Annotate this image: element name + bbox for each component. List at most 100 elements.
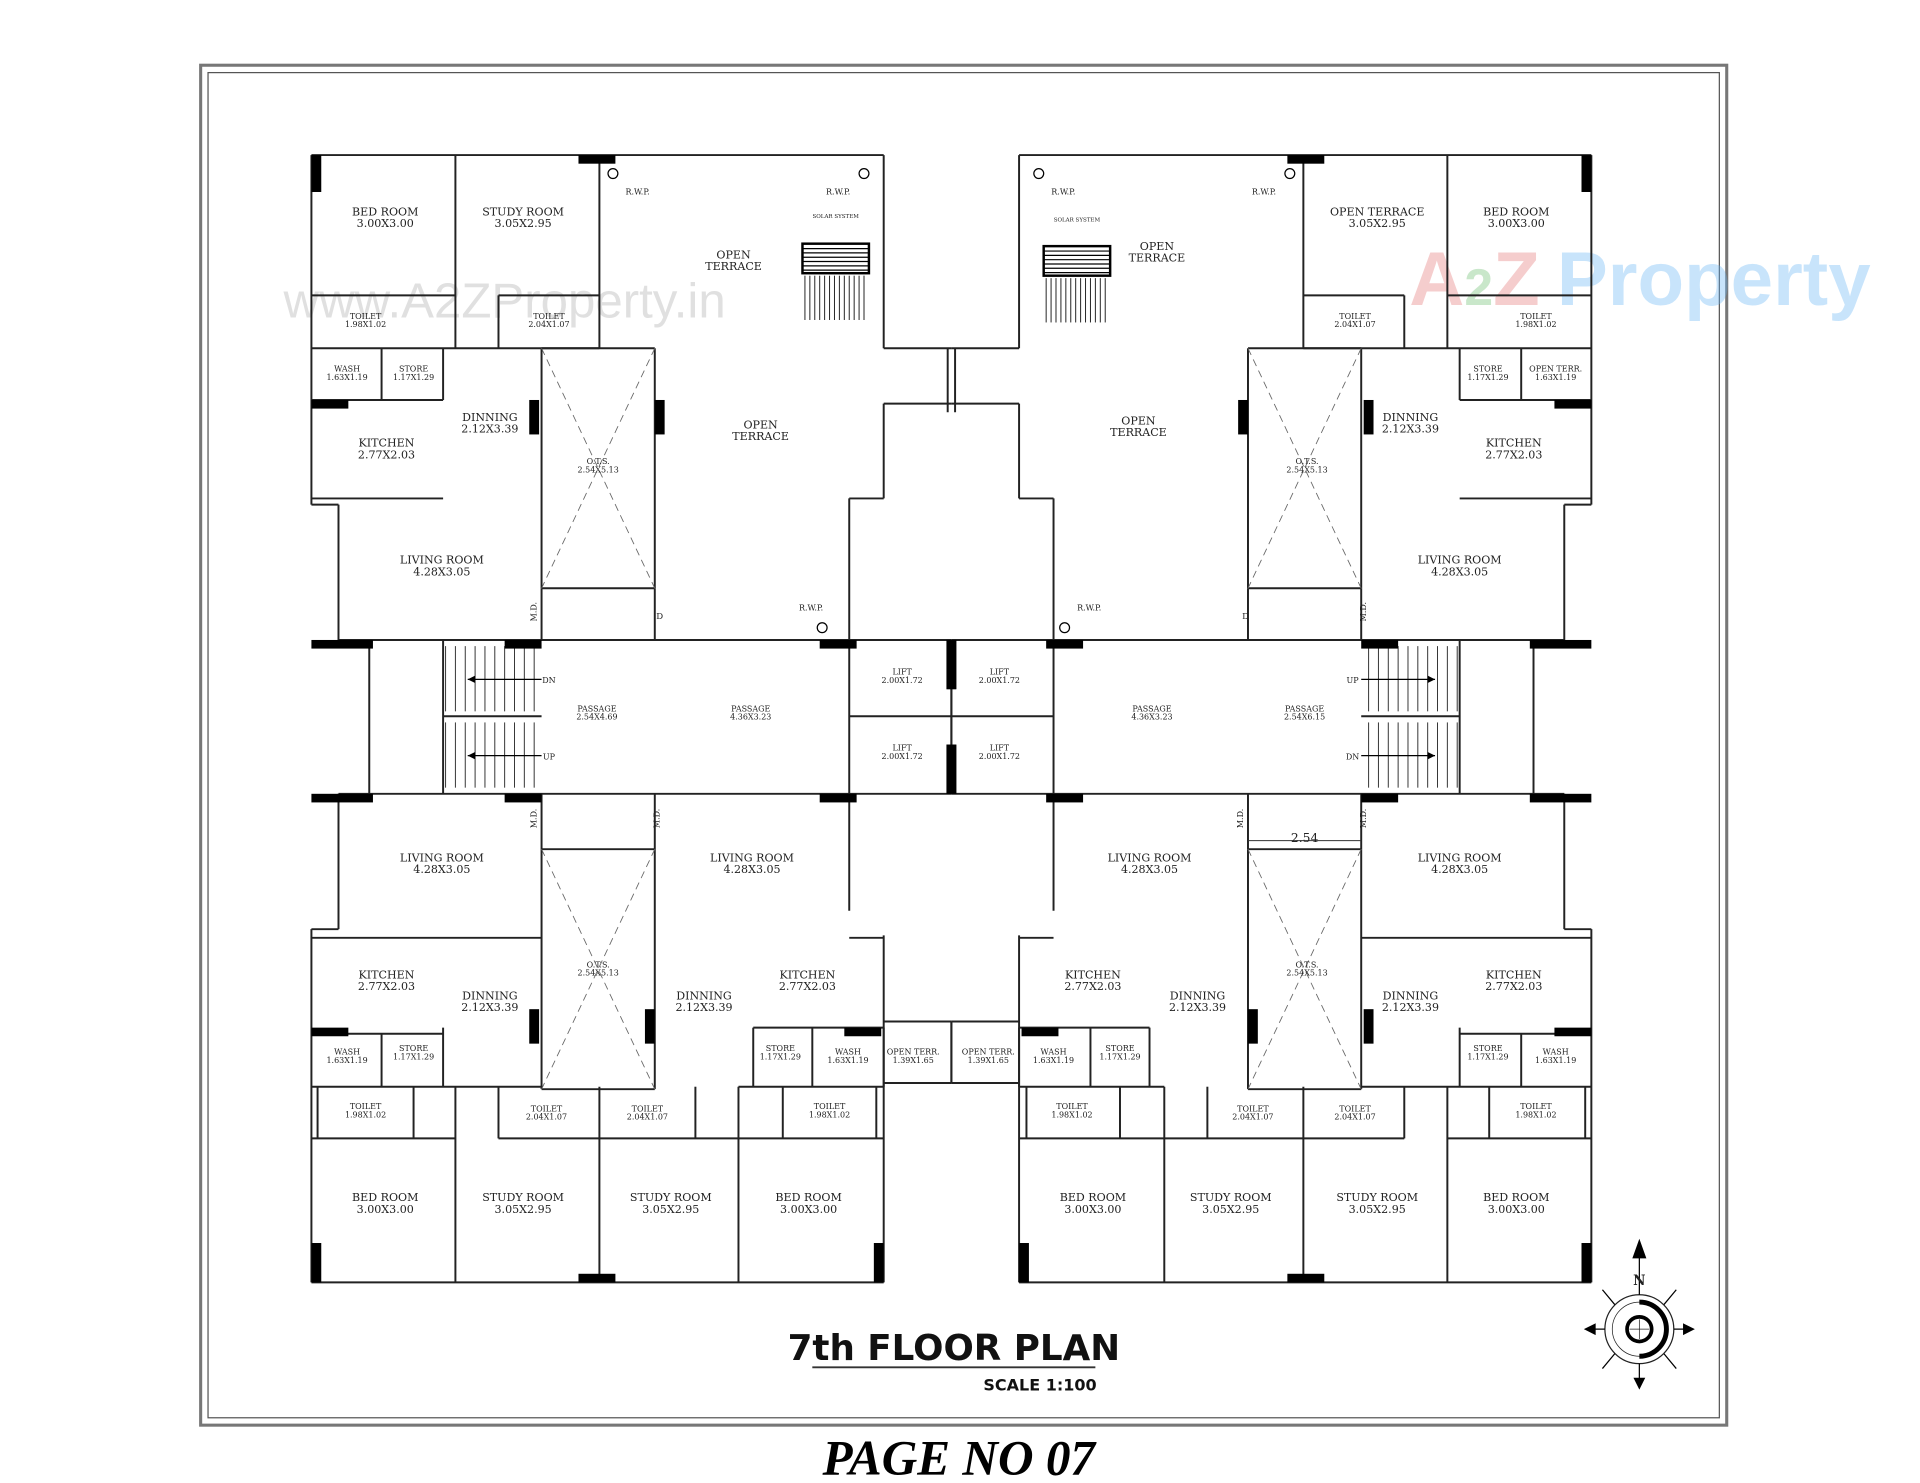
compass-rose: N [1583,1238,1695,1390]
room-name: TOILET [531,1104,563,1113]
room-size: 1.63X1.19 [1033,1056,1074,1065]
arrowhead-icon [467,675,476,684]
plan-title: 7th FLOOR PLAN [788,1328,1121,1369]
column [578,155,616,164]
room-label: O.T.S.2.54X5.13 [578,457,619,474]
solar-system-icon [801,242,871,320]
room-size: 2.54X4.69 [576,713,617,722]
column [1287,155,1325,164]
room-name: DINNING [676,989,731,1002]
compass-north-label: N [1633,1273,1645,1289]
room-size: 2.54X6.15 [1284,713,1325,722]
room-name: LIVING ROOM [400,554,484,567]
room-size: 4.28X3.05 [1121,863,1178,876]
column [529,1009,540,1044]
annotation-mark: R.W.P. [826,187,850,196]
room-name: KITCHEN [1065,968,1121,981]
column [644,1009,655,1044]
room-size: 2.12X3.39 [1382,423,1439,436]
room-size: 3.05X2.95 [1349,1203,1406,1216]
column [504,793,542,803]
column [1287,1273,1325,1283]
room-size: 1.98X1.02 [1515,1110,1556,1119]
watermark-brand-a: A [1409,237,1464,322]
room-name: STUDY ROOM [1190,1191,1272,1204]
room-name: WASH [835,1048,861,1057]
room-size: 2.12X3.39 [675,1001,732,1014]
room-name: BED ROOM [352,205,418,218]
room-size: 1.98X1.02 [345,1110,386,1119]
annotation-mark: UP [1347,676,1360,685]
room-size: TERRACE [1110,426,1167,439]
column [1363,399,1374,435]
room-size: 2.54X5.13 [1286,465,1327,474]
room-size: 2.04X1.07 [526,1113,567,1122]
room-name: PASSAGE [1285,704,1324,713]
room-label: OPEN TERR.1.63X1.19 [1529,365,1582,382]
room-label: OPEN TERR.1.39X1.65 [887,1048,940,1065]
room-size: 1.17X1.29 [1467,1052,1508,1061]
column [311,1243,322,1283]
watermark-brand-2: 2 [1464,258,1493,316]
column [1247,1009,1258,1044]
rain-water-pipe-icon [1033,167,1045,180]
room-name: BED ROOM [775,1191,841,1204]
room-name: LIVING ROOM [1418,554,1502,567]
room-size: 2.00X1.72 [882,676,923,685]
room-name: TOILET [1056,1102,1088,1111]
walls [310,154,1593,1284]
room-name: LIVING ROOM [400,851,484,864]
annotation-mark: 2.54 [1291,831,1319,845]
room-size: 2.77X2.03 [1064,980,1121,993]
annotation-mark: UP [543,752,556,761]
room-name: WASH [334,1048,360,1057]
column [311,399,349,409]
room-size: 3.00X3.00 [780,1203,837,1216]
annotation-mark: M.D. [530,602,539,621]
room-name: O.T.S. [587,457,610,466]
room-name: OPEN [743,418,778,431]
room-name: LIFT [892,744,912,753]
rain-water-pipe-icon [816,622,828,634]
room-size: 4.36X3.23 [730,713,771,722]
room-size: 3.05X2.95 [1349,217,1406,230]
room-size: 4.28X3.05 [723,863,780,876]
annotation-mark: M.D. [1236,809,1245,828]
annotation-mark: SOLAR SYSTEM [812,214,859,220]
room-size: 2.12X3.39 [461,1001,518,1014]
watermark-brand-rest: Property [1557,237,1871,322]
room-size: 3.00X3.00 [1488,1203,1545,1216]
room-name: O.T.S. [1296,960,1319,969]
column [1529,639,1592,649]
room-label: O.T.S.2.54X5.13 [1286,960,1327,977]
room-size: 4.36X3.23 [1131,713,1172,722]
room-name: TOILET [1339,1104,1371,1113]
column [311,639,373,649]
room-name: LIVING ROOM [1418,851,1502,864]
column [1554,399,1592,409]
room-name: KITCHEN [1486,968,1542,981]
room-size: 1.98X1.02 [1051,1110,1092,1119]
room-size: 2.04X1.07 [1232,1113,1273,1122]
room-name: TOILET [1520,312,1552,321]
room-name: LIFT [892,667,912,676]
room-size: 2.04X1.07 [1334,1113,1375,1122]
